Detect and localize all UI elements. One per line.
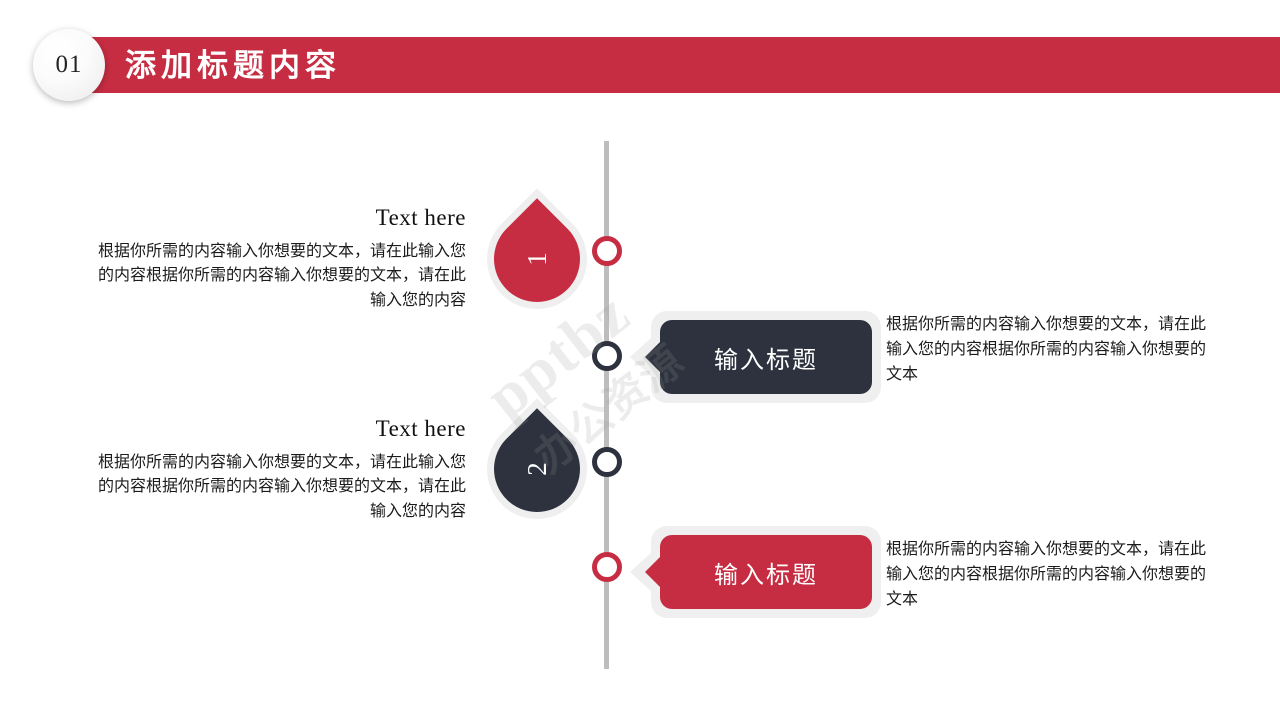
callout-2-label: 输入标题 [714, 562, 818, 589]
left-text-block-2: Text here 根据你所需的内容输入你想要的文本，请在此输入您的内容根据你所… [86, 416, 466, 524]
timeline-marker-2[interactable]: 2 [466, 398, 608, 540]
header-bar [85, 37, 1280, 93]
timeline-node-1[interactable] [592, 236, 622, 266]
callout-2-body: 输入标题 [645, 535, 872, 609]
marker-2-number: 2 [521, 462, 552, 476]
section-number-badge: 01 [33, 29, 105, 101]
timeline-node-4[interactable] [592, 552, 622, 582]
page-title: 添加标题内容 [125, 48, 341, 83]
left-block-1-body: 根据你所需的内容输入你想要的文本，请在此输入您的内容根据你所需的内容输入你想要的… [97, 243, 466, 309]
left-text-block-1: Text here 根据你所需的内容输入你想要的文本，请在此输入您的内容根据你所… [86, 205, 466, 313]
left-block-1-title: Text here [375, 205, 466, 230]
marker-1-number: 1 [521, 252, 552, 266]
timeline-spine [604, 141, 609, 669]
callout-1-pointer-icon [645, 341, 661, 373]
callout-2-description: 根据你所需的内容输入你想要的文本，请在此输入您的内容根据你所需的内容输入你想要的… [886, 541, 1207, 608]
left-block-2-title: Text here [375, 416, 466, 441]
callout-1-body: 输入标题 [645, 320, 872, 394]
timeline-node-2[interactable] [592, 341, 622, 371]
callout-2-pointer-icon [645, 556, 661, 588]
section-number-label: 01 [55, 51, 83, 78]
left-block-2-body: 根据你所需的内容输入你想要的文本，请在此输入您的内容根据你所需的内容输入你想要的… [97, 454, 466, 520]
timeline-node-3[interactable] [592, 447, 622, 477]
callout-1-label: 输入标题 [714, 347, 818, 374]
timeline-marker-1[interactable]: 1 [466, 188, 608, 330]
callout-1-description: 根据你所需的内容输入你想要的文本，请在此输入您的内容根据你所需的内容输入你想要的… [886, 316, 1207, 383]
